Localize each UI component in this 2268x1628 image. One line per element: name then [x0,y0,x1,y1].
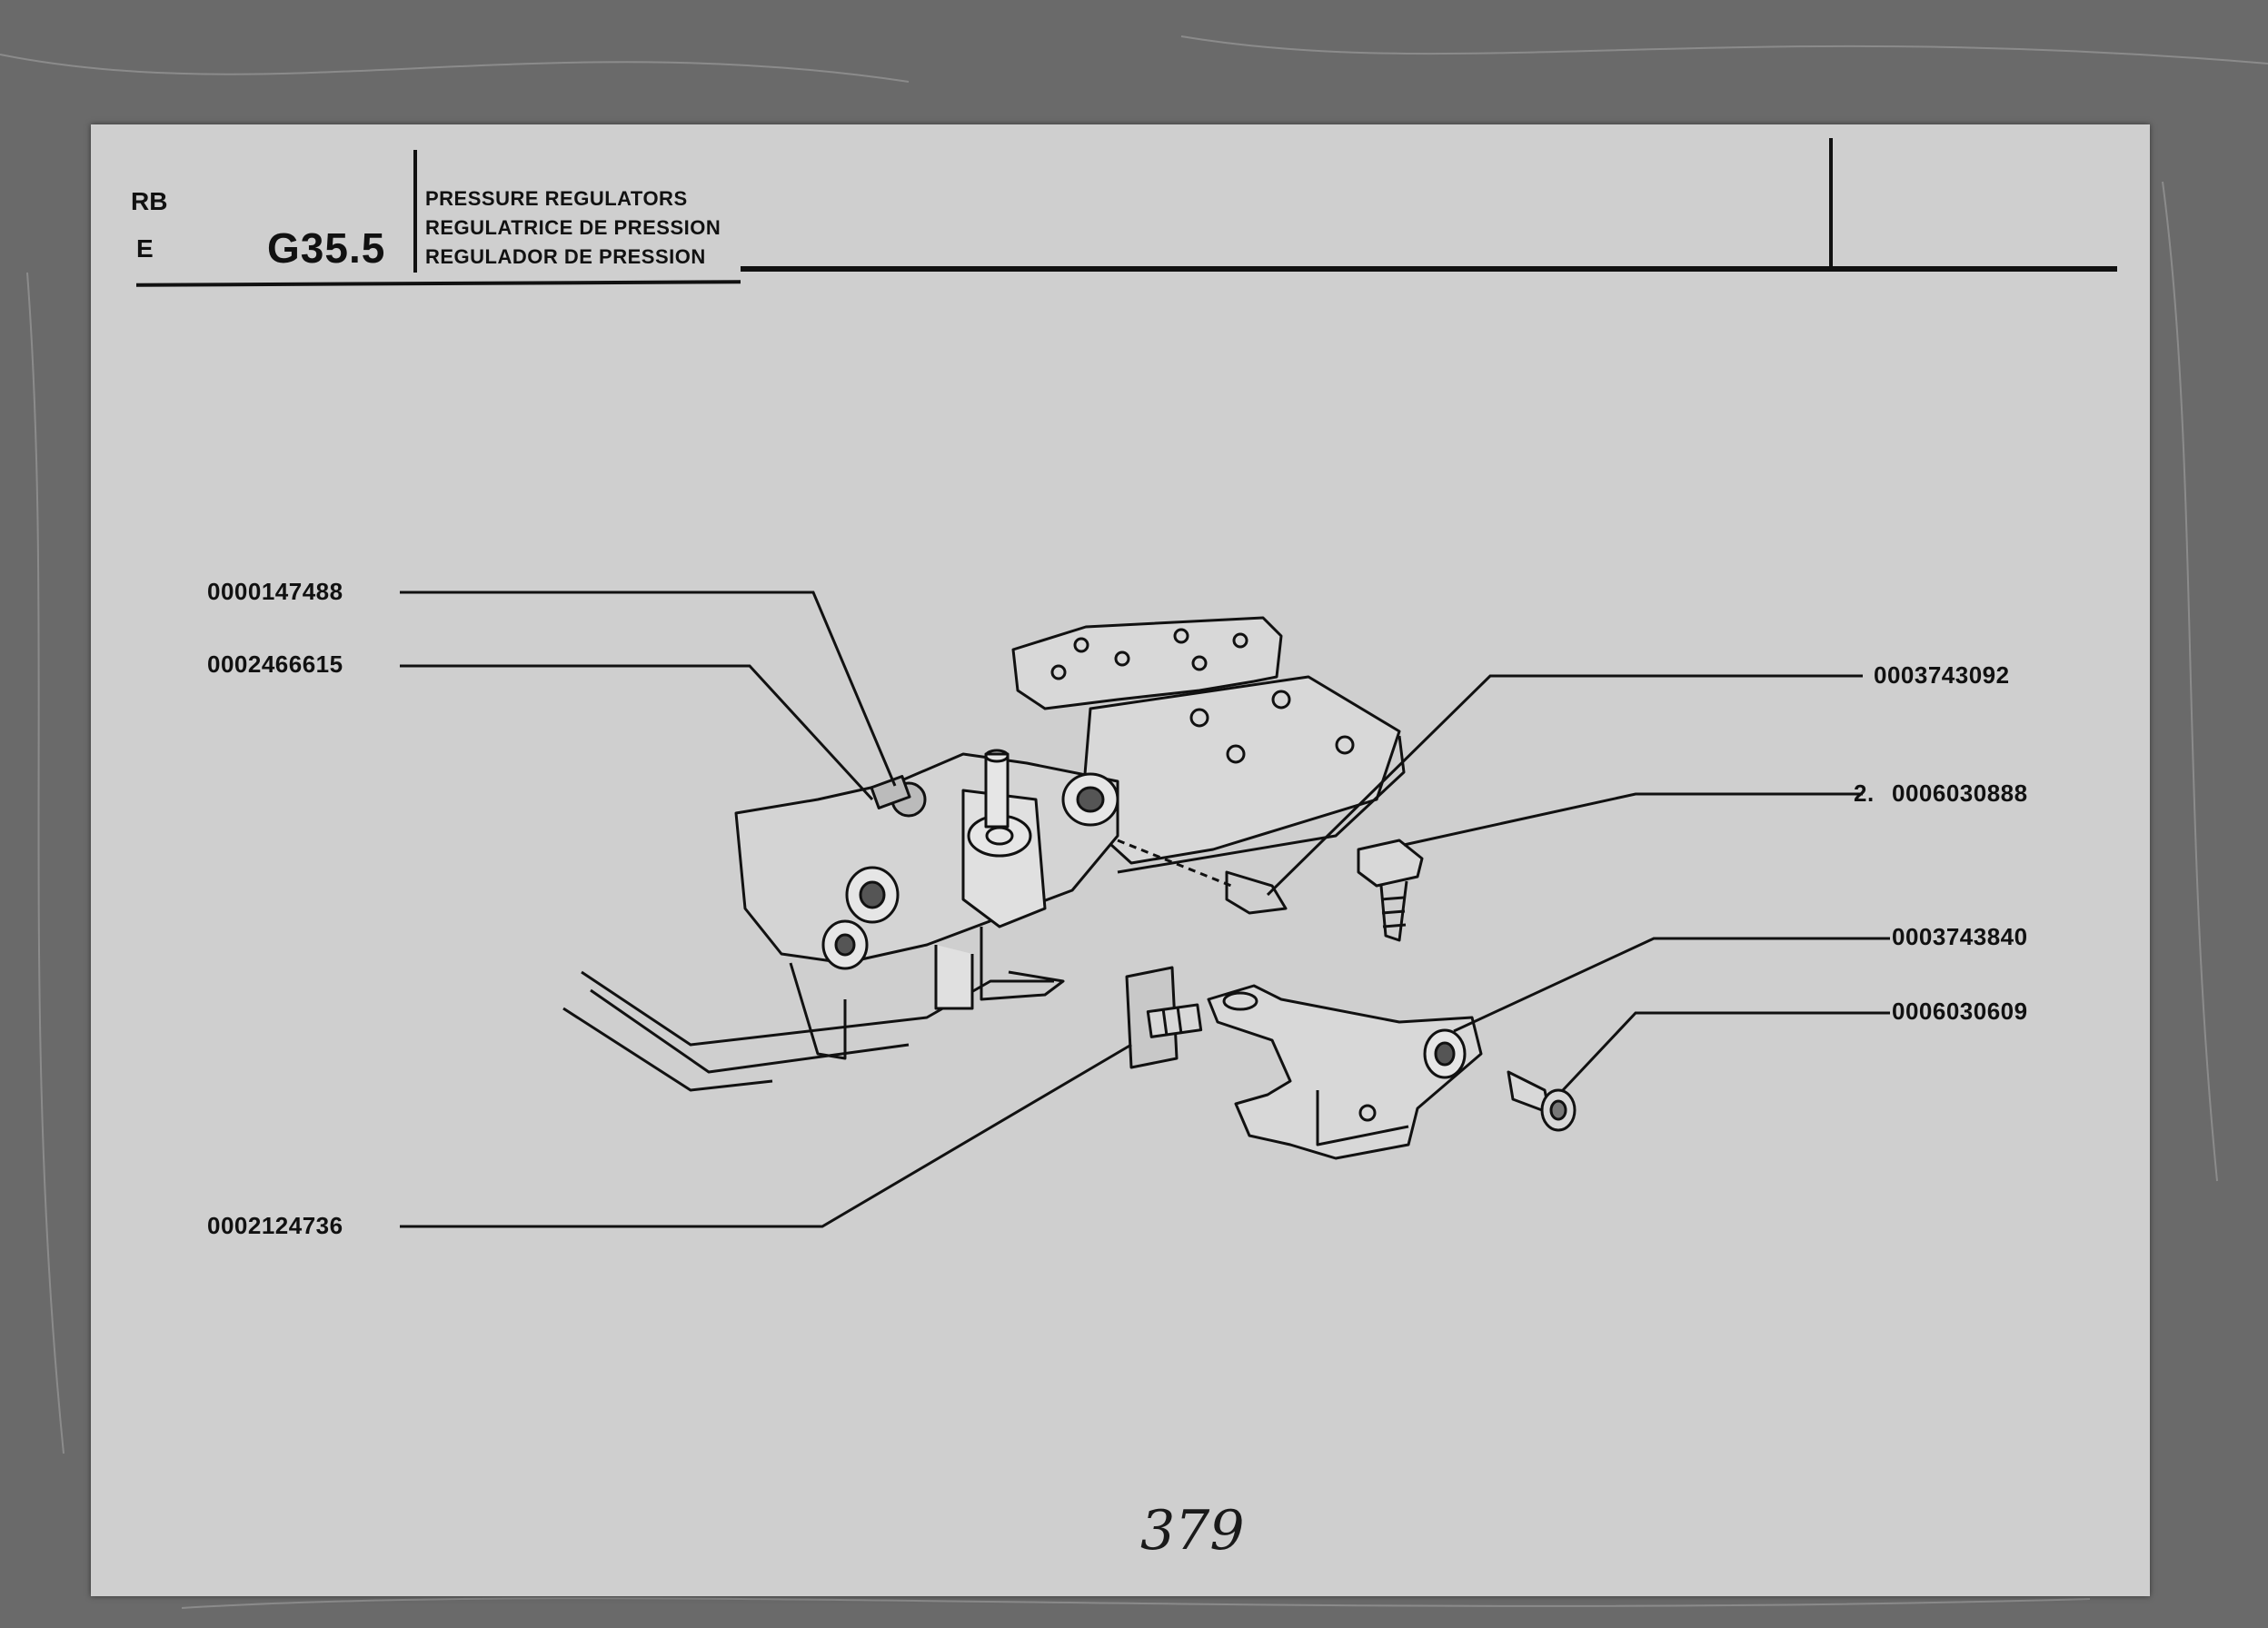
title-spanish: REGULADOR DE PRESSION [425,245,706,268]
part-label-0006030888: 0006030888 [1892,779,2028,807]
part-label-0002466615: 0002466615 [207,650,343,678]
lang-code-e: E [136,234,154,263]
part-label-0000147488: 0000147488 [207,578,343,605]
title-english: PRESSURE REGULATORS [425,187,688,210]
header-rule-right [741,266,2117,272]
page-number: 379 [1140,1499,1245,1563]
leader-p6 [1561,1011,1890,1092]
header-divider-left [413,150,417,273]
catalog-page [91,124,2150,1596]
leader-p7 [400,1043,1132,1228]
lang-code-rb: RB [131,187,168,215]
leader-p1 [400,591,897,787]
part-label-0002124736: 0002124736 [207,1212,343,1239]
leader-p2 [400,664,874,801]
part-label-0003743092: 0003743092 [1874,661,2010,689]
section-code: G35.5 [267,224,386,272]
leader-p4 [1403,792,1863,847]
leader-p5 [1453,937,1890,1033]
part-quantity: 2. [1854,779,1875,807]
header-divider-right [1829,138,1833,267]
title-italian: REGULATRICE DE PRESSION [425,216,721,239]
part-label-0003743840: 0003743840 [1892,923,2028,950]
part-label-0006030609: 0006030609 [1892,998,2028,1025]
leader-p3 [1266,674,1863,897]
